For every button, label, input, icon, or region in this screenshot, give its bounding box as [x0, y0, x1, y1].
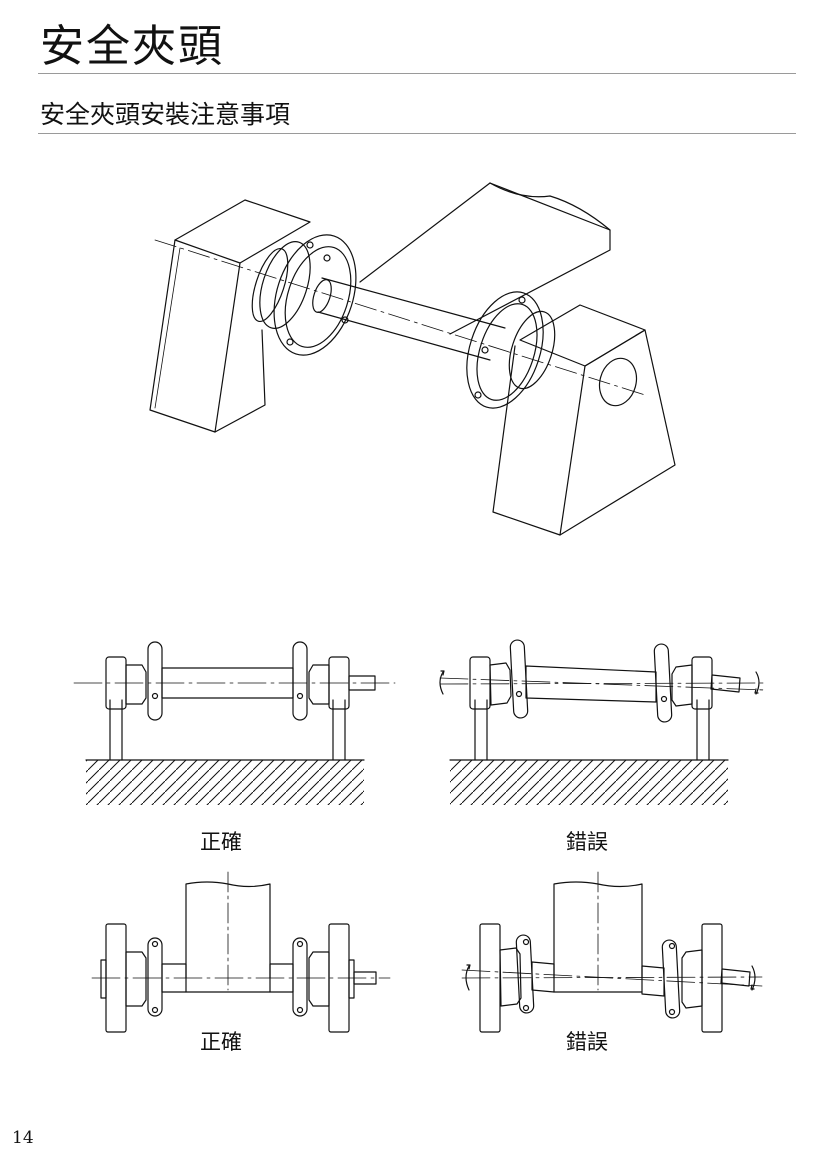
caption-wrong-top: 錯誤 — [566, 830, 608, 854]
caption-wrong-bottom: 錯誤 — [566, 1030, 608, 1054]
isometric-chuck-illustration — [149, 182, 676, 536]
diagram-correct-roll — [91, 871, 391, 1033]
diagram-wrong-roll — [461, 871, 763, 1033]
caption-correct-top: 正確 — [200, 830, 242, 854]
title-divider — [38, 73, 796, 74]
paper-web-edge — [489, 182, 611, 231]
page-number: 14 — [12, 1128, 34, 1148]
left-bearing-block — [149, 199, 311, 433]
page-title: 安全夾頭 — [40, 21, 224, 72]
right-chuck — [466, 291, 556, 409]
subtitle-divider — [38, 133, 796, 134]
section-subtitle: 安全夾頭安裝注意事項 — [40, 100, 291, 129]
paper-web — [449, 182, 611, 335]
diagram-wrong-floor — [439, 639, 766, 805]
diagram-correct-floor — [73, 641, 396, 805]
shaft — [312, 277, 506, 361]
centre-line — [154, 239, 646, 396]
left-chuck — [251, 234, 357, 356]
caption-correct-bottom: 正確 — [200, 1030, 242, 1054]
right-bearing-block — [492, 304, 676, 536]
